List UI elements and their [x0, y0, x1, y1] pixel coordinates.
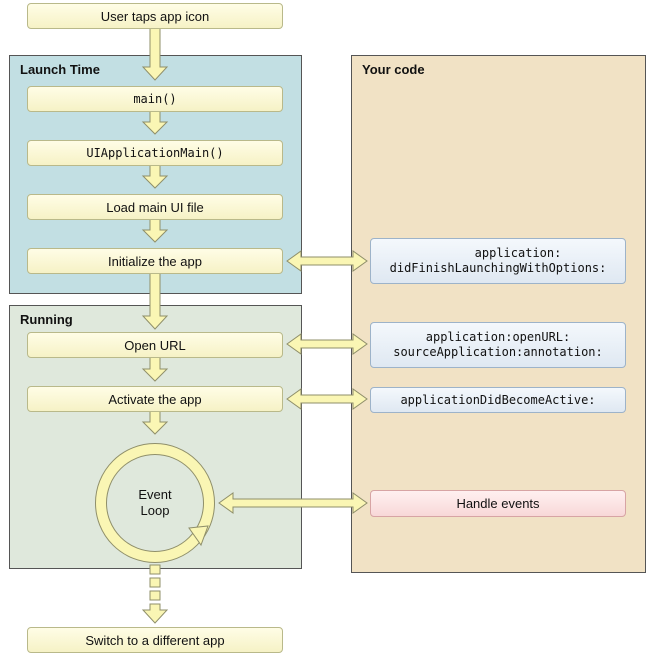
handle-events-label: Handle events: [456, 496, 540, 511]
switch-app-box: Switch to a different app: [27, 627, 283, 653]
load-main-ui-label: Load main UI file: [106, 199, 204, 215]
dash-segment: [149, 577, 161, 588]
ui-application-main-box: UIApplicationMain(): [27, 140, 283, 166]
launch-time-title: Launch Time: [20, 62, 100, 77]
arrow-down: [141, 27, 169, 81]
user-taps-label: User taps app icon: [100, 8, 210, 24]
arrow-down: [141, 603, 169, 624]
open-url-line1: application:openURL:: [425, 330, 571, 344]
open-url-box: Open URL: [27, 332, 283, 358]
open-url-line2: sourceApplication:annotation:: [393, 345, 603, 359]
event-loop-label: Event Loop: [115, 487, 195, 519]
switch-app-label: Switch to a different app: [85, 632, 225, 648]
arrow-down: [141, 410, 169, 435]
handle-events-box: Handle events: [370, 490, 626, 517]
arrow-down: [141, 272, 169, 330]
ui-application-main-label: UIApplicationMain(): [86, 145, 224, 160]
did-become-active-box: applicationDidBecomeActive:: [370, 387, 626, 413]
arrow-down: [141, 164, 169, 189]
double-arrow: [286, 333, 368, 355]
open-url-handler-box: application:openURL: sourceApplication:a…: [370, 322, 626, 368]
your-code-title: Your code: [362, 62, 425, 77]
arrow-down: [141, 356, 169, 382]
did-finish-line2: didFinishLaunchingWithOptions:: [389, 261, 607, 275]
load-main-ui-box: Load main UI file: [27, 194, 283, 220]
your-code-panel: Your code: [351, 55, 646, 573]
open-url-label: Open URL: [124, 337, 186, 353]
initialize-app-box: Initialize the app: [27, 248, 283, 274]
activate-app-label: Activate the app: [108, 391, 202, 407]
event-loop-line2: Loop: [140, 503, 170, 518]
double-arrow: [286, 250, 368, 272]
initialize-app-label: Initialize the app: [108, 253, 202, 269]
arrow-down: [141, 110, 169, 135]
dash-segment: [149, 564, 161, 575]
did-become-active-label: applicationDidBecomeActive:: [400, 392, 596, 407]
user-taps-box: User taps app icon: [27, 3, 283, 29]
arrow-down: [141, 218, 169, 243]
event-loop-arrowhead: [188, 525, 209, 547]
dash-segment: [149, 590, 161, 601]
did-finish-launching-box: application: didFinishLaunchingWithOptio…: [370, 238, 626, 284]
double-arrow: [218, 492, 368, 514]
activate-app-box: Activate the app: [27, 386, 283, 412]
main-label: main(): [133, 91, 177, 106]
main-box: main(): [27, 86, 283, 112]
event-loop-line1: Event: [138, 487, 172, 502]
running-title: Running: [20, 312, 73, 327]
event-loop-ring-fill: [96, 444, 214, 562]
double-arrow: [286, 388, 368, 410]
did-finish-line1: application:: [474, 246, 562, 260]
